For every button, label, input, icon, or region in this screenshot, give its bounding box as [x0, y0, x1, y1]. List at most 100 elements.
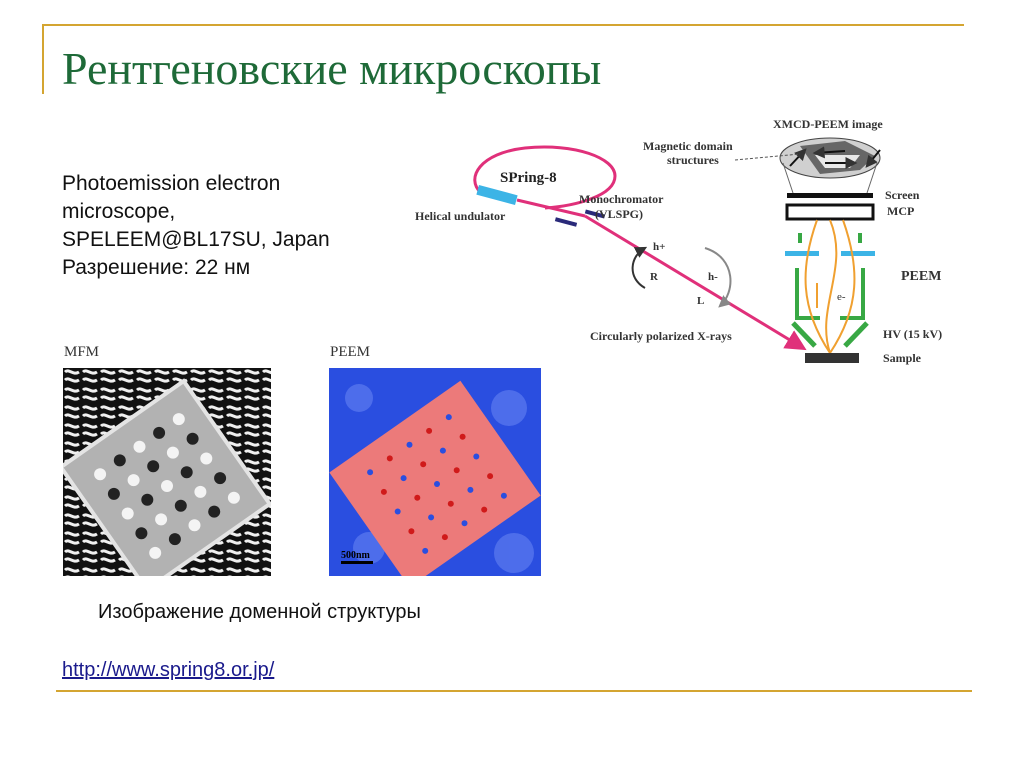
screen-plate — [787, 193, 873, 198]
domain-dot — [141, 493, 154, 506]
domain-dot — [408, 528, 415, 535]
domain-dot — [133, 440, 146, 453]
domain-dot — [208, 505, 221, 518]
circular-xrays-label: Circularly polarized X-rays — [590, 329, 732, 343]
magnetic-domain-label: structures — [667, 153, 719, 167]
domain-dot — [188, 519, 201, 532]
domain-dot — [447, 500, 454, 507]
domain-dot — [441, 534, 448, 541]
electron-path — [829, 219, 856, 354]
domain-dot — [473, 453, 480, 460]
l-label: L — [697, 295, 704, 307]
hv-label: HV (15 kV) — [883, 327, 942, 341]
peem-image: 500nm — [329, 368, 541, 576]
electron-path — [825, 219, 838, 354]
domain-arrow — [865, 149, 881, 168]
scale-bar-label: 500nm — [341, 550, 371, 561]
domain-dot — [400, 475, 407, 482]
helical-undulator-label: Helical undulator — [415, 209, 506, 223]
domain-dot — [500, 492, 507, 499]
projection-line — [866, 162, 878, 194]
electrode-left — [791, 321, 817, 348]
slide-title: Рентгеновские микроскопы — [62, 43, 602, 94]
domain-dot — [380, 488, 387, 495]
xmcd-image-label: XMCD-PEEM image — [773, 117, 883, 131]
domain-dot — [386, 455, 393, 462]
domain-dot — [149, 546, 162, 559]
domain-dot — [127, 474, 140, 487]
domain-dot — [406, 441, 413, 448]
domain-dot — [453, 467, 460, 474]
mfm-label: MFM — [64, 344, 100, 360]
domain-dot — [367, 469, 374, 476]
vlspg-label: (VLSPG) — [595, 207, 643, 221]
domain-dot — [174, 499, 187, 512]
mfm-image — [63, 368, 271, 576]
mcp-plate — [785, 203, 875, 221]
domain-dot — [426, 427, 433, 434]
domain-dot — [394, 508, 401, 515]
domain-dot — [172, 413, 185, 426]
domain-dot — [147, 460, 160, 473]
bottom-rule — [56, 690, 972, 692]
domain-arrow — [789, 148, 807, 167]
sample-stage — [805, 353, 859, 363]
mfm-dot-grid — [94, 413, 240, 559]
peem-setup-diagram: SPring-8 Helical undulator Monochromator… — [415, 117, 942, 365]
spring8-ring — [473, 145, 617, 210]
domain-dot — [186, 432, 199, 445]
lens-blue-right — [841, 251, 875, 256]
domain-dot — [168, 533, 181, 546]
electron-label: e- — [837, 291, 846, 303]
domain-dot — [135, 527, 148, 540]
domain-dot — [459, 433, 466, 440]
polarization-right-arrow — [631, 246, 648, 289]
description: Photoemission electron microscope, SPELE… — [62, 170, 402, 282]
scale-bar — [341, 561, 373, 564]
domain-dot — [153, 426, 166, 439]
domain-dot — [414, 494, 421, 501]
domain-dot — [428, 514, 435, 521]
polarization-left-arrow — [704, 247, 732, 308]
electrode-right — [843, 321, 869, 348]
peem-dot-grid — [367, 414, 507, 554]
sample-label: Sample — [883, 351, 922, 365]
domain-dot — [481, 506, 488, 513]
h-plus-label: h+ — [653, 241, 665, 253]
x-ray-beam — [584, 214, 807, 351]
spring8-label: SPring-8 — [500, 170, 557, 186]
pointer-line — [734, 153, 801, 161]
monochromator-label: Monochromator — [579, 192, 664, 206]
domain-dot — [467, 486, 474, 493]
left-rule — [42, 24, 44, 94]
domain-dot — [200, 452, 213, 465]
domain-dot — [487, 473, 494, 480]
h-minus-label: h- — [708, 271, 718, 283]
domain-dot — [439, 447, 446, 454]
peem-texture — [345, 384, 534, 573]
domain-dot — [445, 414, 452, 421]
electron-path — [804, 219, 831, 354]
domain-dot — [180, 466, 193, 479]
domain-dot — [420, 461, 427, 468]
domain-dot — [214, 472, 227, 485]
monochromator-grating — [584, 209, 606, 219]
domain-dot — [107, 487, 120, 500]
domain-dot — [194, 485, 207, 498]
domain-arrow — [812, 146, 846, 159]
domain-dot — [113, 454, 126, 467]
domain-dot — [434, 481, 440, 487]
domain-dot — [166, 446, 179, 459]
domain-dot — [155, 513, 168, 526]
lens-blue-left — [785, 251, 819, 256]
undulator-bar — [476, 184, 518, 206]
domain-dot — [161, 480, 173, 492]
description-line: microscope, — [62, 200, 176, 223]
image-caption: Изображение доменной структуры — [98, 601, 421, 623]
source-link[interactable]: http://www.spring8.or.jp/ — [62, 659, 275, 681]
domain-dot — [94, 468, 107, 481]
domain-dot — [227, 491, 240, 504]
projection-line — [782, 162, 794, 194]
x-ray-beam — [516, 198, 586, 218]
description-line: Разрешение: 22 нм — [62, 256, 251, 279]
